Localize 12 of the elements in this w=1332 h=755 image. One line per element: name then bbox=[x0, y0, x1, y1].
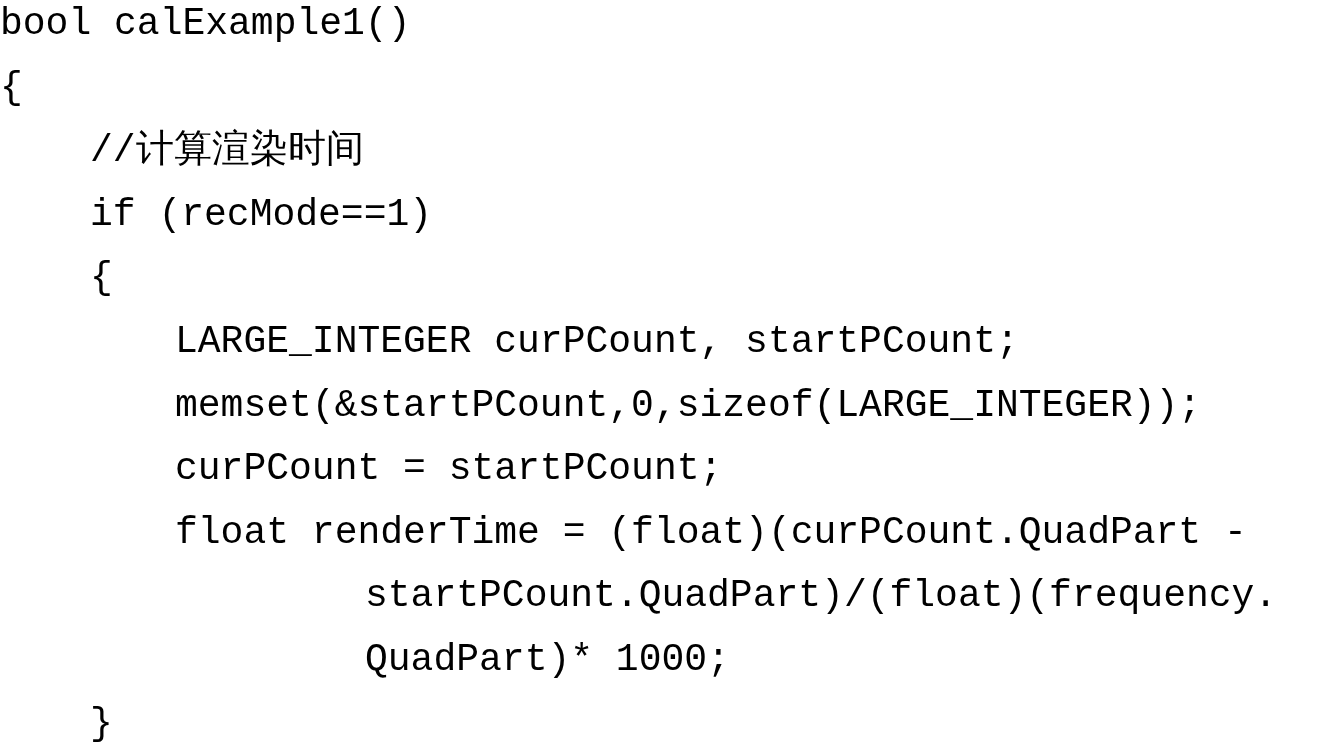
code-line: LARGE_INTEGER curPCount, startPCount; bbox=[175, 320, 1019, 364]
code-line: startPCount.QuadPart)/(float)(frequency. bbox=[365, 574, 1278, 619]
code-line: float renderTime = (float)(curPCount.QuadPart - bbox=[175, 510, 1247, 555]
code-line: } bbox=[90, 701, 113, 746]
code-line: memset(&startPCount,0,sizeof(LARGE_INTEGER)); bbox=[175, 383, 1202, 428]
code-line: { bbox=[0, 65, 23, 110]
code-line: { bbox=[90, 256, 113, 301]
code-line: //计算渲染时间 bbox=[90, 129, 364, 174]
code-line: if (recMode==1) bbox=[90, 192, 433, 237]
code-line: curPCount = startPCount; bbox=[175, 447, 723, 492]
code-line: bool calExample1() bbox=[0, 2, 411, 46]
code-line: QuadPart)* 1000; bbox=[365, 638, 730, 682]
